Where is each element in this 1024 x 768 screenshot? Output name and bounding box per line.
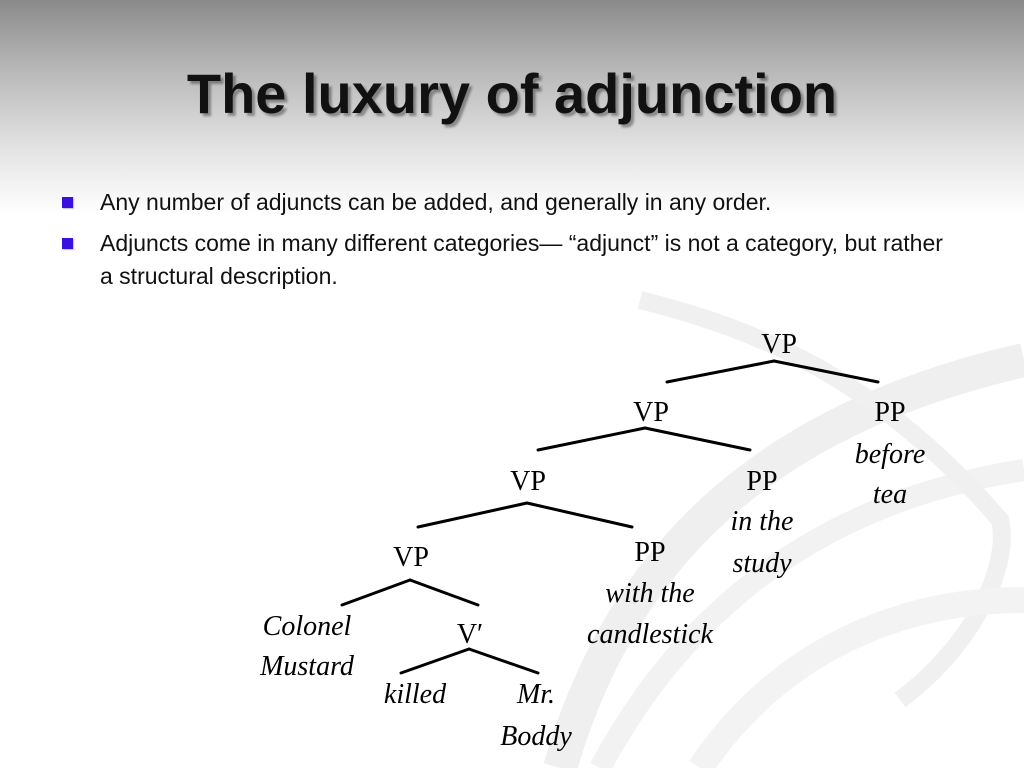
object-word: Boddy [500, 721, 572, 752]
branch-line [525, 501, 634, 529]
branch-line [665, 359, 776, 384]
bullet-list: Any number of adjuncts can be added, and… [62, 186, 962, 301]
node-pp-3: PP [634, 537, 665, 568]
tree-branches [340, 359, 880, 675]
node-pp-2: PP [746, 466, 777, 497]
pp-2-word: study [732, 548, 792, 579]
branch-line [340, 578, 412, 607]
bullet-item: Any number of adjuncts can be added, and… [62, 186, 962, 219]
bullet-item: Adjuncts come in many different categori… [62, 227, 962, 293]
node-v-bar: V′ [457, 619, 483, 650]
pp-1-word: before [855, 439, 926, 470]
subject-word: Colonel [263, 611, 352, 642]
branch-line [536, 426, 647, 452]
branch-line [467, 647, 540, 675]
branch-line [772, 359, 880, 384]
bullet-text: Any number of adjuncts can be added, and… [100, 189, 772, 215]
node-vp-2: VP [633, 397, 669, 428]
branch-line [416, 501, 529, 529]
node-vp-top: VP [761, 329, 797, 360]
node-vp-4: VP [393, 542, 429, 573]
node-vp-3: VP [510, 466, 546, 497]
pp-2-word: in the [731, 506, 794, 537]
pp-1-word: tea [873, 479, 907, 510]
node-pp-1: PP [874, 397, 905, 428]
pp-3-word: with the [605, 578, 694, 609]
square-bullet-icon [62, 238, 73, 249]
square-bullet-icon [62, 197, 73, 208]
bullet-text: Adjuncts come in many different categori… [100, 230, 943, 289]
subject-word: Mustard [259, 651, 355, 682]
pp-3-word: candlestick [587, 619, 714, 650]
verb-word: killed [384, 679, 447, 710]
object-word: Mr. [516, 679, 555, 710]
slide-title: The luxury of adjunction [186, 62, 838, 125]
branch-line [408, 578, 480, 607]
branch-line [399, 647, 471, 675]
branch-line [643, 426, 752, 452]
